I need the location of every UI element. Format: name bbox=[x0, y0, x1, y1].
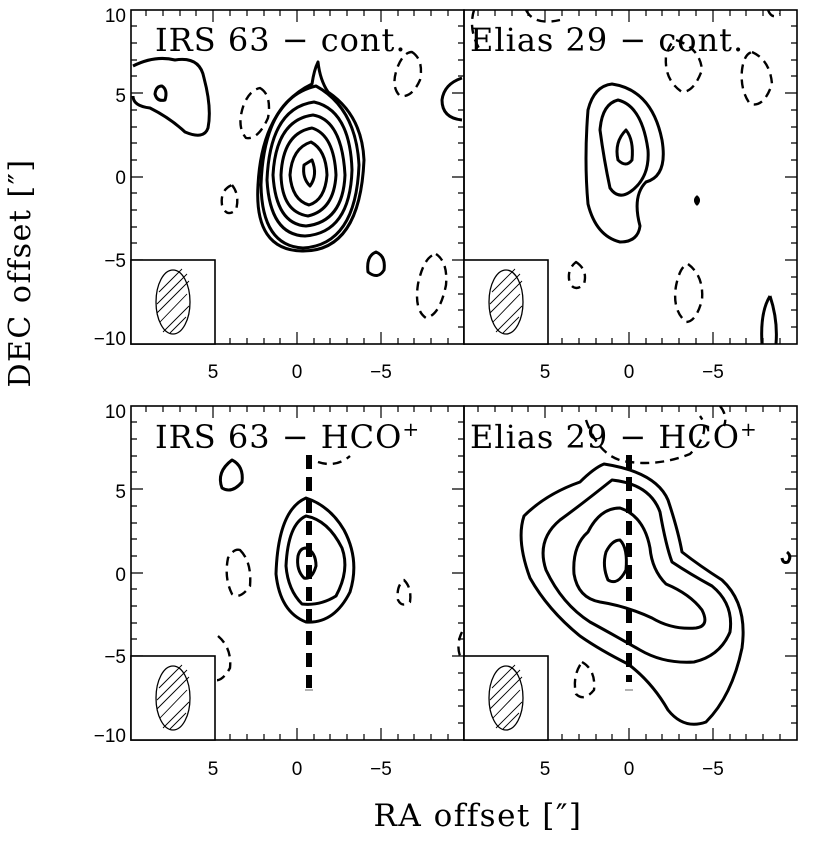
positive-contours bbox=[131, 57, 463, 277]
positive-contours bbox=[218, 458, 356, 624]
position-velocity-cut bbox=[625, 455, 633, 691]
x-tick-label: −5 bbox=[702, 362, 724, 383]
panel-title: Elias 29 − cont. bbox=[470, 21, 744, 59]
position-velocity-cut bbox=[305, 455, 313, 691]
y-tick-label: 10 bbox=[105, 6, 126, 27]
panel-irs63-cont: IRS 63 − cont. bbox=[130, 9, 465, 345]
negative-contours bbox=[220, 50, 448, 320]
x-tick-label: 0 bbox=[292, 362, 303, 383]
beam-ellipse bbox=[488, 269, 524, 335]
y-tick-label: 0 bbox=[115, 168, 126, 189]
negative-contours bbox=[470, 9, 781, 324]
y-axis-label: DEC offset [″] bbox=[3, 158, 38, 387]
beam-box bbox=[130, 655, 216, 741]
panel-elias29-hco: Elias 29 − HCO+ bbox=[463, 405, 798, 741]
beam-box bbox=[463, 259, 549, 345]
x-tick-label: −5 bbox=[370, 759, 392, 780]
negative-contours bbox=[214, 455, 464, 682]
negative-contours bbox=[573, 405, 727, 699]
panel-irs63-hco: IRS 63 − HCO+ bbox=[130, 405, 465, 741]
y-tick-label: −10 bbox=[94, 329, 126, 350]
x-tick-label: 0 bbox=[624, 362, 635, 383]
panel-title: Elias 29 − HCO+ bbox=[470, 417, 758, 456]
beam-box bbox=[130, 259, 216, 345]
x-tick-label: −5 bbox=[370, 362, 392, 383]
x-tick-label: 5 bbox=[540, 362, 551, 383]
beam-ellipse bbox=[155, 269, 191, 335]
x-tick-label: 5 bbox=[540, 759, 551, 780]
x-tick-label: 5 bbox=[208, 362, 219, 383]
y-tick-label: −5 bbox=[104, 647, 126, 668]
beam-box bbox=[463, 655, 549, 741]
beam-ellipse bbox=[155, 665, 191, 731]
x-tick-label: −5 bbox=[702, 759, 724, 780]
y-tick-label: 5 bbox=[115, 86, 126, 107]
y-tick-label: −5 bbox=[104, 251, 126, 272]
y-tick-label: −10 bbox=[94, 726, 126, 747]
x-axis-label: RA offset [″] bbox=[373, 798, 582, 834]
x-tick-label: 5 bbox=[208, 759, 219, 780]
y-tick-label: 0 bbox=[115, 565, 126, 586]
panel-title: IRS 63 − cont. bbox=[155, 21, 407, 59]
x-tick-label: 0 bbox=[292, 759, 303, 780]
y-tick-label: 10 bbox=[105, 402, 126, 423]
positive-contours bbox=[584, 82, 778, 345]
panel-elias29-cont: Elias 29 − cont. bbox=[463, 9, 798, 345]
y-tick-label: 5 bbox=[115, 482, 126, 503]
beam-ellipse bbox=[488, 665, 524, 731]
x-tick-label: 0 bbox=[624, 759, 635, 780]
panel-title: IRS 63 − HCO+ bbox=[155, 417, 420, 456]
positive-contours bbox=[519, 462, 792, 726]
